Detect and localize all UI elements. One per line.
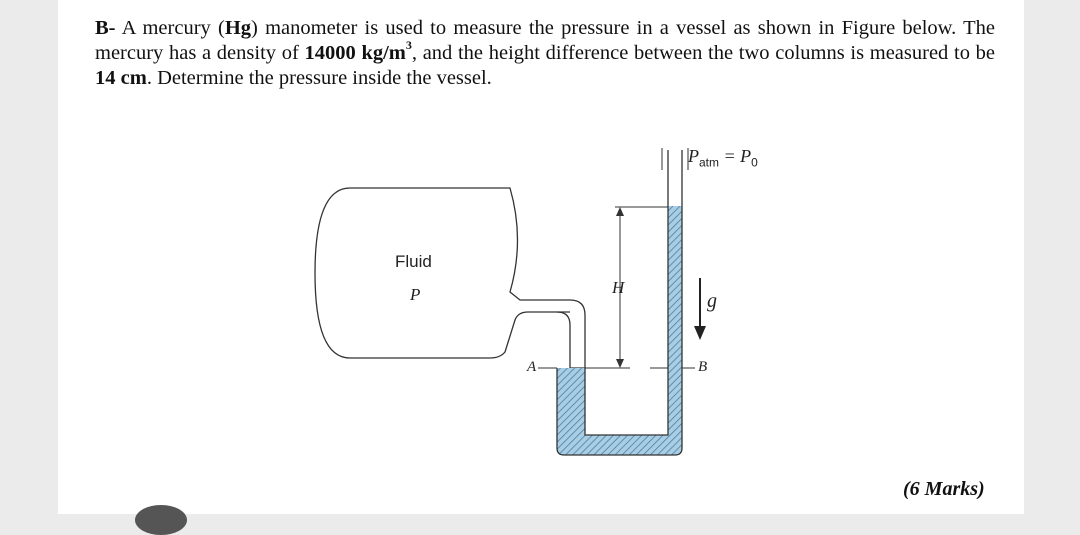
- page-corner-shape: [135, 505, 187, 535]
- u-tube-outer: [556, 150, 683, 456]
- vessel-pressure-label: P: [410, 285, 421, 304]
- problem-text-1: A mercury (: [115, 17, 225, 39]
- height-label: H: [612, 278, 625, 297]
- u-tube-inner: [584, 150, 669, 436]
- manometer-figure: [314, 148, 706, 456]
- part-label: B-: [95, 17, 116, 39]
- document-page: [58, 0, 1024, 514]
- problem-text-2: ) manometer is used to measure the press…: [95, 17, 995, 64]
- mercury-column: [557, 206, 682, 455]
- gravity-label: g: [707, 290, 717, 312]
- atmospheric-pressure-label: Patm = P0: [688, 146, 758, 170]
- problem-text-3: , and the height difference between the …: [411, 42, 995, 64]
- vessel: [314, 187, 586, 369]
- fluid-label: Fluid: [395, 252, 432, 271]
- hg-symbol: Hg: [224, 17, 252, 39]
- point-a-label: A: [527, 359, 537, 375]
- problem-text-4: . Determine the pressure inside the vess…: [146, 67, 492, 89]
- height-value: 14 cm: [95, 67, 147, 89]
- point-b-label: B: [698, 359, 708, 375]
- marks-label: (6 Marks): [903, 478, 985, 500]
- density-value: 14000 kg/m3: [304, 38, 412, 64]
- problem-statement: B- A mercury (Hg) manometer is used to m…: [95, 16, 995, 91]
